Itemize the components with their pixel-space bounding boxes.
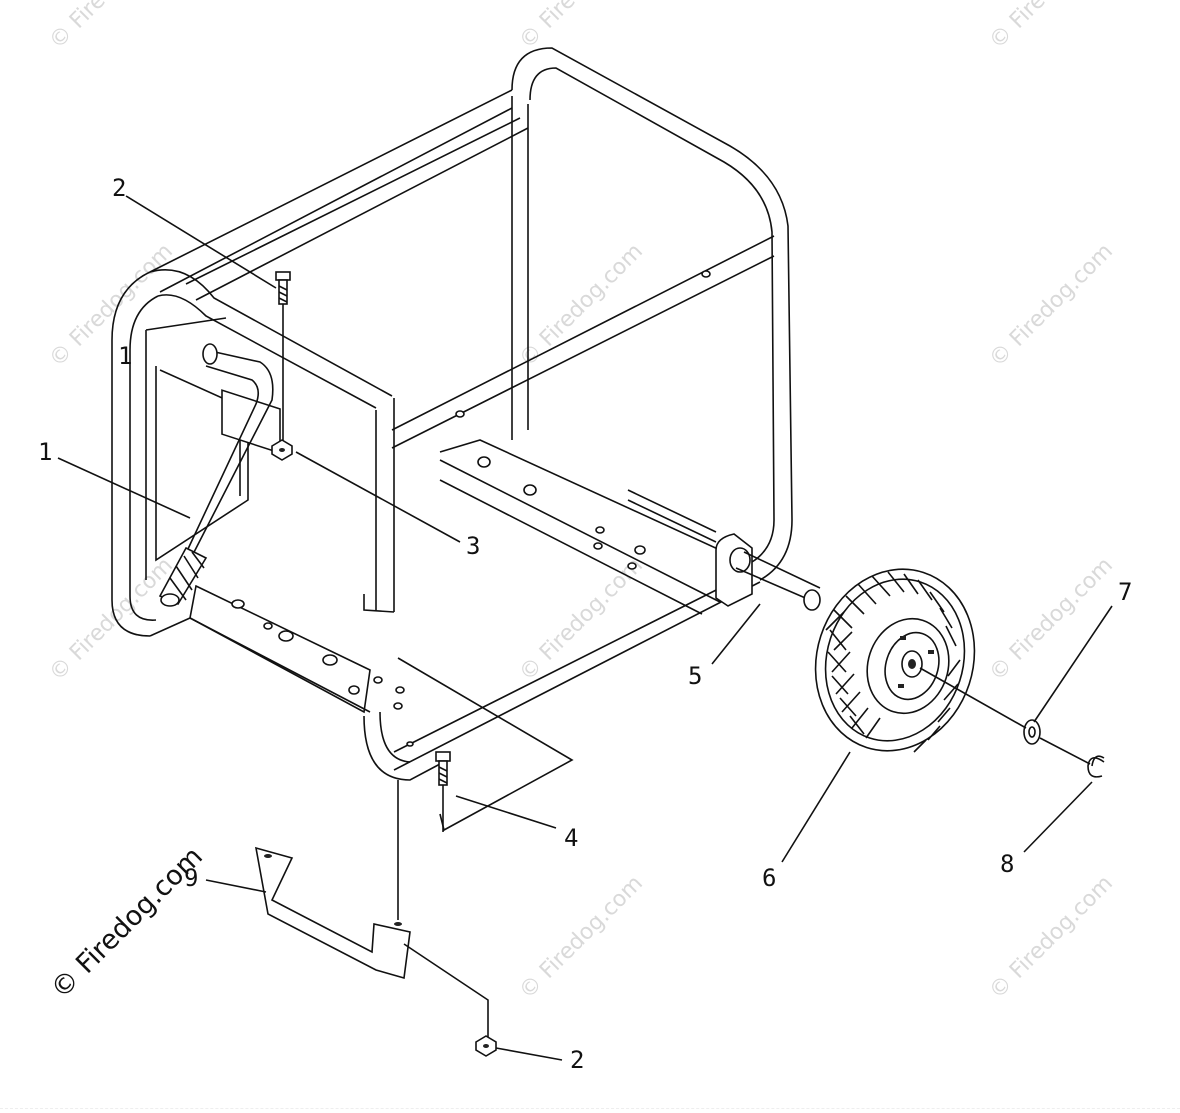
watermark-tiles: © Firedog.com © Firedog.com © Firedog.co… [45, 0, 1118, 1004]
watermark-tile: © Firedog.com [985, 239, 1118, 372]
nut-center [271, 439, 293, 461]
watermark-tile: © Firedog.com [985, 871, 1118, 1004]
watermark-tile: © Firedog.com [515, 0, 648, 54]
part-label-4: 4 [564, 824, 578, 852]
wheel [814, 568, 976, 753]
nut-bottom [475, 1035, 497, 1057]
part-labels: 1 1 2 2 3 4 5 6 7 8 9 [38, 174, 1132, 1074]
bolt-top [275, 271, 291, 444]
handle-grip [158, 546, 208, 607]
watermark-main: © Firedog.com [45, 841, 209, 1005]
part-label-1: 1 [38, 438, 52, 466]
part-label-5: 5 [688, 662, 702, 690]
part-label-2: 2 [112, 174, 126, 202]
handle-assembly [145, 317, 281, 607]
watermark-tile: © Firedog.com [985, 0, 1118, 54]
part-label-1: 1 [118, 342, 132, 370]
base-plates [189, 439, 721, 832]
wheel-tread [825, 571, 961, 753]
part-label-2: 2 [570, 1046, 584, 1074]
washer [1023, 719, 1041, 745]
watermark-tile: © Firedog.com [515, 553, 648, 686]
part-label-6: 6 [762, 864, 776, 892]
watermark-tile: © Firedog.com [45, 0, 178, 54]
part-label-7: 7 [1118, 578, 1132, 606]
part-label-9: 9 [184, 864, 198, 892]
bracket [254, 780, 489, 1040]
footer-divider [0, 1108, 1180, 1110]
bolt-lower [435, 751, 451, 832]
part-label-3: 3 [466, 532, 480, 560]
leader-lines [57, 195, 1113, 1061]
watermark-tile: © Firedog.com [985, 553, 1118, 686]
frame [111, 47, 793, 781]
part-label-8: 8 [1000, 850, 1014, 878]
axle [715, 533, 821, 611]
retaining-clip [1087, 755, 1105, 778]
watermark-tile: © Firedog.com [515, 871, 648, 1004]
